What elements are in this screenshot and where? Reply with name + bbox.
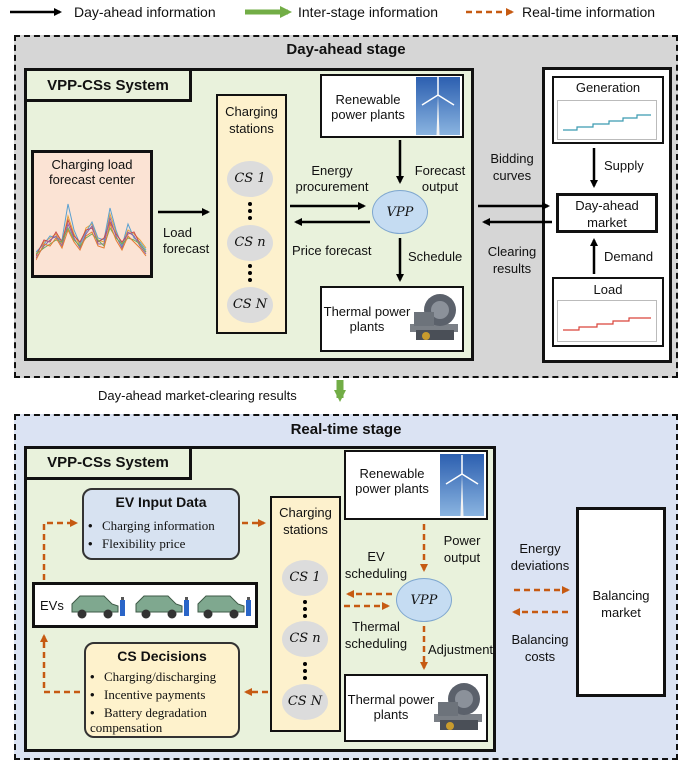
real-time-vpp-label: VPP xyxy=(410,593,438,608)
schedule-label: Schedule xyxy=(408,249,463,264)
real-time-cs-N-label: CS N xyxy=(287,694,323,709)
real-time-thermal-label: Thermal power plants xyxy=(347,692,435,722)
day-ahead-cs-ellipsis xyxy=(248,202,252,282)
real-time-system-title: VPP-CSs System xyxy=(47,454,169,471)
cs-decision-item: Charging/discharging xyxy=(90,669,216,685)
real-time-cs-N-node xyxy=(282,684,328,720)
ev-input-item: Charging information xyxy=(88,518,215,534)
real-time-vpp-node xyxy=(396,578,452,622)
balancing-market-label: Balancing market xyxy=(592,588,650,620)
legend-inter-stage-label: Inter-stage information xyxy=(298,4,439,20)
load-label: Load xyxy=(593,282,623,297)
real-time-cs-n-node xyxy=(282,621,328,657)
load-curves-thumbnail xyxy=(36,203,147,261)
ev-car-icon xyxy=(71,595,125,619)
ev-input-item: Flexibility price xyxy=(88,536,185,552)
clearing-results-label: Clearing results xyxy=(487,244,537,276)
thermal-scheduling-label: Thermal scheduling xyxy=(344,619,408,651)
turbine-generator-icon xyxy=(410,294,458,340)
real-time-wind-turbine-icon xyxy=(440,454,484,516)
real-time-system-title-box xyxy=(24,446,192,480)
ev-cars-icon xyxy=(71,595,251,619)
real-time-cs-n-label: CS n xyxy=(289,631,321,646)
legend xyxy=(10,6,514,18)
day-ahead-cs-1-label: CS 1 xyxy=(234,171,266,186)
demand-label: Demand xyxy=(604,249,654,264)
real-time-cs-ellipsis xyxy=(303,600,307,680)
bidding-curves-label: Bidding curves xyxy=(490,151,534,183)
legend-real-time-label: Real-time information xyxy=(522,4,656,20)
power-output-label: Power output xyxy=(443,533,481,565)
legend-day-ahead-label: Day-ahead information xyxy=(74,4,216,20)
cs-decision-item: Incentive payments xyxy=(90,687,205,703)
real-time-renewable-label: Renewable power plants xyxy=(355,466,429,496)
cs-decisions-title: CS Decisions xyxy=(117,648,207,664)
forecast-output-label: Forecast output xyxy=(414,163,466,194)
day-ahead-cs-N-label: CS N xyxy=(232,297,268,312)
day-ahead-renewable-label: Renewable power plants xyxy=(331,92,405,122)
generation-label: Generation xyxy=(575,80,641,95)
forecast-center-label: Charging load forecast center xyxy=(49,157,135,187)
energy-procurement-label: Energy procurement xyxy=(295,163,369,194)
day-ahead-cs-n-node xyxy=(227,225,273,261)
ev-input-data-title: EV Input Data xyxy=(115,494,207,510)
energy-deviations-label: Energy deviations xyxy=(510,541,570,573)
day-ahead-cs-1-node xyxy=(227,161,273,197)
forecast-center-box xyxy=(31,150,153,278)
inter-stage-label: Day-ahead market-clearing results xyxy=(98,388,297,403)
adjustment-label: Adjustment xyxy=(428,642,494,657)
real-time-cs-1-label: CS 1 xyxy=(289,570,321,585)
supply-label: Supply xyxy=(604,158,644,173)
day-ahead-thermal-label: Thermal power plants xyxy=(323,304,411,334)
day-ahead-market-box xyxy=(556,193,658,233)
ev-car-icon xyxy=(135,595,189,619)
ev-car-icon xyxy=(197,595,251,619)
cs-decision-item: Battery degradation compensation xyxy=(90,705,238,735)
day-ahead-market-label: Day-ahead market xyxy=(575,198,639,230)
day-ahead-cs-N-node xyxy=(227,287,273,323)
balancing-costs-label: Balancing costs xyxy=(511,632,569,664)
real-time-turbine-generator-icon xyxy=(434,683,482,730)
day-ahead-system-title-box xyxy=(24,68,192,102)
generation-step-curve xyxy=(557,100,657,140)
day-ahead-system-title: VPP-CSs System xyxy=(47,77,169,94)
load-forecast-label: Load forecast xyxy=(163,225,210,256)
day-ahead-stage-title: Day-ahead stage xyxy=(286,41,406,58)
balancing-market-box xyxy=(576,507,666,697)
ev-scheduling-label: EV scheduling xyxy=(344,549,408,581)
day-ahead-vpp-node xyxy=(372,190,428,234)
real-time-stage-title: Real-time stage xyxy=(290,421,402,438)
real-time-charging-stations-label: Charging stations xyxy=(279,505,332,537)
day-ahead-vpp-label: VPP xyxy=(386,205,414,220)
day-ahead-cs-n-label: CS n xyxy=(234,235,266,250)
real-time-cs-1-node xyxy=(282,560,328,596)
load-step-curve xyxy=(557,300,657,342)
day-ahead-charging-stations-label: Charging stations xyxy=(225,104,278,136)
wind-turbine-icon xyxy=(416,77,460,135)
evs-label: EVs xyxy=(40,598,64,613)
price-forecast-label: Price forecast xyxy=(292,243,372,258)
